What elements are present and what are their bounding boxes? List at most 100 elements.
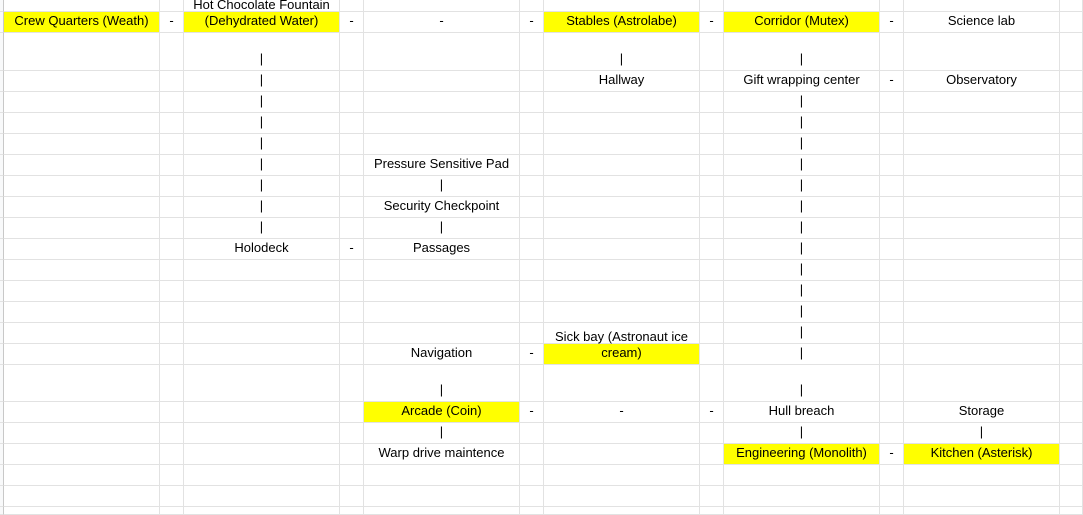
- empty-cell[interactable]: [184, 444, 340, 465]
- empty-cell[interactable]: [184, 365, 340, 402]
- empty-cell[interactable]: [340, 423, 364, 444]
- empty-cell[interactable]: [904, 239, 1060, 260]
- empty-cell[interactable]: [880, 344, 904, 365]
- empty-cell[interactable]: [904, 0, 1060, 12]
- empty-cell[interactable]: [364, 260, 520, 281]
- empty-cell[interactable]: [700, 33, 724, 71]
- empty-cell[interactable]: [700, 486, 724, 507]
- empty-cell[interactable]: [520, 465, 544, 486]
- empty-cell[interactable]: [724, 0, 880, 12]
- row-header[interactable]: [0, 444, 4, 465]
- empty-cell[interactable]: [700, 113, 724, 134]
- empty-cell[interactable]: [520, 365, 544, 402]
- empty-cell[interactable]: [1060, 423, 1083, 444]
- empty-cell[interactable]: [160, 197, 184, 218]
- empty-cell[interactable]: [904, 113, 1060, 134]
- empty-cell[interactable]: [184, 402, 340, 423]
- empty-cell[interactable]: [1060, 71, 1083, 92]
- empty-cell[interactable]: [520, 444, 544, 465]
- row-header[interactable]: [0, 218, 4, 239]
- empty-cell[interactable]: [160, 402, 184, 423]
- empty-cell[interactable]: [544, 113, 700, 134]
- empty-cell[interactable]: [4, 365, 160, 402]
- empty-cell[interactable]: [724, 486, 880, 507]
- empty-cell[interactable]: [544, 176, 700, 197]
- row-header[interactable]: [0, 155, 4, 176]
- empty-cell[interactable]: [160, 344, 184, 365]
- empty-cell[interactable]: [340, 281, 364, 302]
- empty-cell[interactable]: [544, 281, 700, 302]
- empty-cell[interactable]: [520, 239, 544, 260]
- empty-cell[interactable]: [160, 323, 184, 344]
- empty-cell[interactable]: [4, 444, 160, 465]
- empty-cell[interactable]: [544, 323, 700, 344]
- empty-cell[interactable]: [364, 281, 520, 302]
- empty-cell[interactable]: [340, 155, 364, 176]
- empty-cell[interactable]: [340, 197, 364, 218]
- empty-cell[interactable]: [544, 0, 700, 12]
- empty-cell[interactable]: [4, 302, 160, 323]
- empty-cell[interactable]: [160, 444, 184, 465]
- empty-cell[interactable]: [4, 344, 160, 365]
- empty-cell[interactable]: [880, 197, 904, 218]
- empty-cell[interactable]: [160, 486, 184, 507]
- sheet-cell[interactable]: |: [904, 423, 1060, 444]
- empty-cell[interactable]: [364, 0, 520, 12]
- empty-cell[interactable]: [520, 197, 544, 218]
- empty-cell[interactable]: [184, 423, 340, 444]
- empty-cell[interactable]: [904, 507, 1060, 515]
- sheet-cell[interactable]: -: [700, 12, 724, 33]
- empty-cell[interactable]: [700, 344, 724, 365]
- empty-cell[interactable]: [184, 281, 340, 302]
- sheet-cell[interactable]: |: [724, 302, 880, 323]
- row-header[interactable]: [0, 281, 4, 302]
- sheet-cell[interactable]: -: [340, 239, 364, 260]
- empty-cell[interactable]: [700, 323, 724, 344]
- empty-cell[interactable]: [700, 423, 724, 444]
- empty-cell[interactable]: [1060, 323, 1083, 344]
- row-header[interactable]: [0, 134, 4, 155]
- empty-cell[interactable]: [880, 33, 904, 71]
- empty-cell[interactable]: [904, 465, 1060, 486]
- sheet-cell[interactable]: -: [160, 12, 184, 33]
- sheet-cell[interactable]: Holodeck: [184, 239, 340, 260]
- empty-cell[interactable]: [880, 134, 904, 155]
- sheet-cell[interactable]: Passages: [364, 239, 520, 260]
- empty-cell[interactable]: [160, 281, 184, 302]
- empty-cell[interactable]: [340, 0, 364, 12]
- empty-cell[interactable]: [700, 444, 724, 465]
- sheet-cell[interactable]: -: [520, 402, 544, 423]
- sheet-cell[interactable]: |: [724, 260, 880, 281]
- sheet-cell[interactable]: |: [184, 197, 340, 218]
- sheet-cell[interactable]: Hull breach: [724, 402, 880, 423]
- empty-cell[interactable]: [184, 507, 340, 515]
- row-header[interactable]: [0, 176, 4, 197]
- empty-cell[interactable]: [520, 176, 544, 197]
- empty-cell[interactable]: [364, 323, 520, 344]
- empty-cell[interactable]: [364, 71, 520, 92]
- empty-cell[interactable]: [724, 507, 880, 515]
- sheet-cell[interactable]: |: [724, 33, 880, 71]
- empty-cell[interactable]: [184, 486, 340, 507]
- empty-cell[interactable]: [160, 0, 184, 12]
- empty-cell[interactable]: [1060, 12, 1083, 33]
- empty-cell[interactable]: [520, 71, 544, 92]
- sheet-cell[interactable]: -: [520, 344, 544, 365]
- empty-cell[interactable]: [340, 113, 364, 134]
- row-header[interactable]: [0, 344, 4, 365]
- empty-cell[interactable]: [4, 176, 160, 197]
- empty-cell[interactable]: [4, 423, 160, 444]
- empty-cell[interactable]: [544, 444, 700, 465]
- empty-cell[interactable]: [4, 465, 160, 486]
- empty-cell[interactable]: [700, 134, 724, 155]
- row-header[interactable]: [0, 486, 4, 507]
- empty-cell[interactable]: [544, 239, 700, 260]
- empty-cell[interactable]: [364, 113, 520, 134]
- empty-cell[interactable]: [184, 260, 340, 281]
- empty-cell[interactable]: [1060, 155, 1083, 176]
- empty-cell[interactable]: [4, 33, 160, 71]
- empty-cell[interactable]: [544, 155, 700, 176]
- sheet-cell[interactable]: |: [724, 92, 880, 113]
- empty-cell[interactable]: [340, 134, 364, 155]
- empty-cell[interactable]: [160, 218, 184, 239]
